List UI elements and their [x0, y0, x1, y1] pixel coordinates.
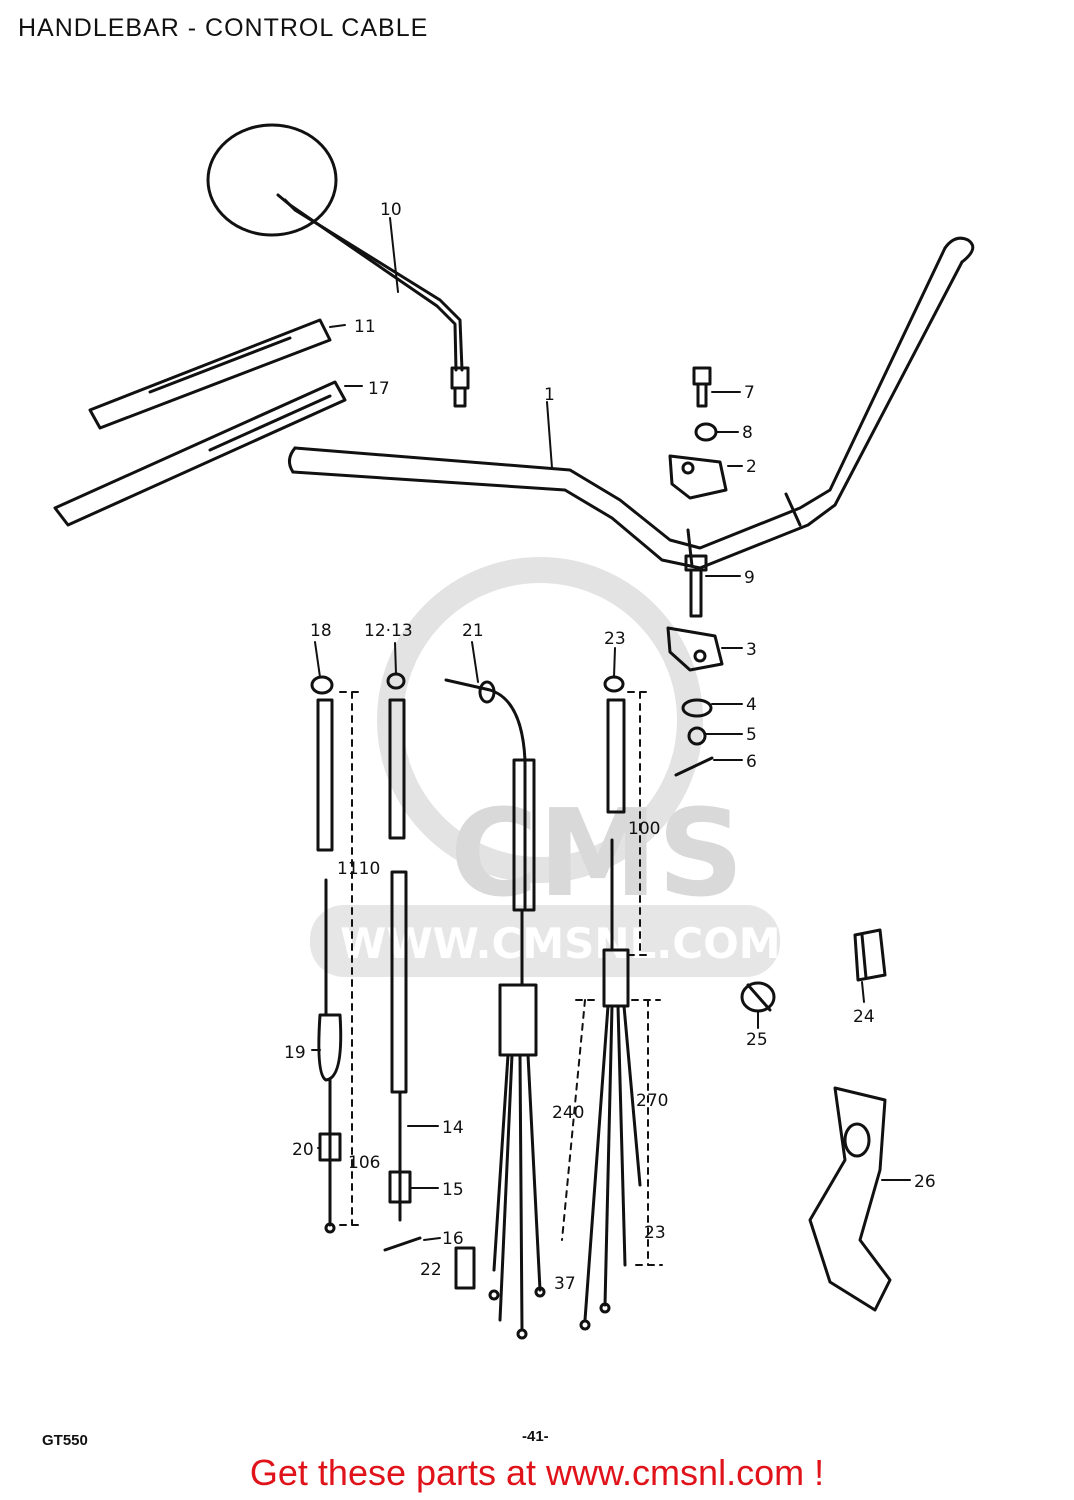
washer-8: [694, 422, 718, 442]
label-18: 18: [310, 621, 332, 641]
label-24: 24: [853, 1007, 875, 1027]
cable-23: [561, 675, 663, 1331]
label-7: 7: [744, 383, 755, 403]
pin-6: [674, 756, 714, 777]
holder-3: [666, 626, 724, 672]
model-label: GT550: [42, 1432, 88, 1449]
bolt-7: [692, 366, 712, 408]
watermark-url: WWW.CMSNL.COM: [340, 919, 781, 968]
dim-240: 240: [552, 1103, 584, 1123]
label-22: 22: [420, 1260, 442, 1280]
label-16: 16: [442, 1229, 464, 1249]
label-14: 14: [442, 1118, 464, 1138]
label-12-13: 12·13: [364, 621, 413, 641]
label-5: 5: [746, 725, 757, 745]
label-23-top: 23: [604, 629, 626, 649]
handlebar: [288, 236, 975, 570]
label-1: 1: [544, 385, 555, 405]
label-11: 11: [354, 317, 376, 337]
label-19: 19: [284, 1043, 306, 1063]
dim-100: 100: [628, 819, 660, 839]
clamp-25: [740, 981, 776, 1013]
label-20: 20: [292, 1140, 314, 1160]
label-6: 6: [746, 752, 757, 772]
label-21: 21: [462, 621, 484, 641]
label-26: 26: [914, 1172, 936, 1192]
grip-11: [88, 318, 332, 430]
label-4: 4: [746, 695, 757, 715]
clamp-24: [853, 928, 887, 982]
label-3: 3: [746, 640, 757, 660]
dim-270: 270: [636, 1091, 668, 1111]
label-2: 2: [746, 457, 757, 477]
bolt-9: [684, 554, 708, 618]
label-25: 25: [746, 1030, 768, 1050]
label-17: 17: [368, 379, 390, 399]
cable-18: [310, 675, 363, 1234]
part-labels: 10 11 17 1 7 8 2 9 3 4 5 6 18 12·13 21 2…: [284, 200, 936, 1280]
holder-2: [668, 454, 728, 500]
label-8: 8: [742, 423, 753, 443]
label-9: 9: [744, 568, 755, 588]
washer-4: [681, 698, 713, 718]
washer-5: [687, 726, 707, 746]
cta-link[interactable]: Get these parts at www.cmsnl.com !: [249, 1452, 825, 1493]
grip-17: [53, 380, 347, 527]
mirror: [206, 123, 470, 408]
dim-37: 37: [554, 1274, 576, 1294]
cable-21: [444, 678, 546, 1340]
clamp-26: [808, 1086, 892, 1312]
watermark-brand: CMS: [450, 785, 744, 924]
dim-23: 23: [644, 1223, 666, 1243]
cable-12-13: [383, 672, 476, 1290]
dim-1110: 1110: [337, 859, 380, 879]
leader-lines: [311, 217, 911, 1241]
page-number: -41-: [522, 1428, 549, 1445]
page-title: HANDLEBAR - CONTROL CABLE: [18, 14, 429, 42]
label-10: 10: [380, 200, 402, 220]
dim-106: 106: [348, 1153, 380, 1173]
dimension-labels: 1110 106 100 240 270 23 37: [337, 819, 668, 1294]
label-15: 15: [442, 1180, 464, 1200]
